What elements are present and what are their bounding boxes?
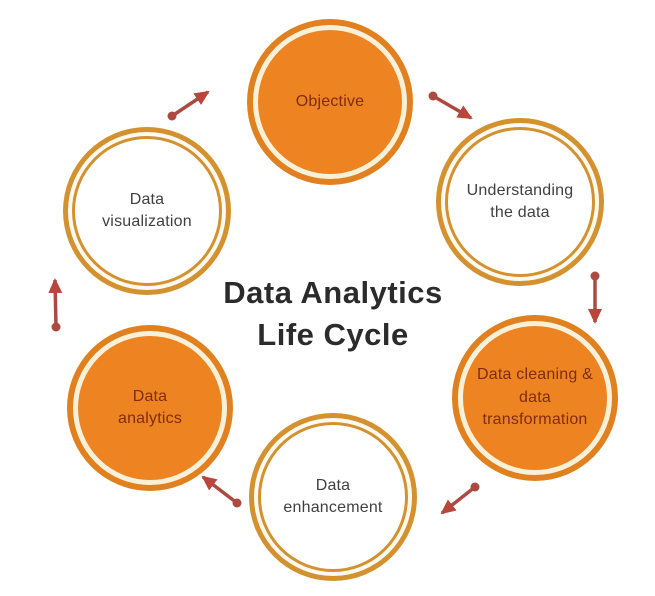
stage-data-visualization-label: Data visualization <box>102 190 192 230</box>
stage-understanding-the-data-circle: Understanding the data <box>445 127 595 277</box>
stage-data-analytics-circle: Data analytics <box>73 331 227 485</box>
arrow-analytics-to-visualization-icon <box>48 278 63 332</box>
arrow-understanding-to-cleaning-icon <box>588 271 602 324</box>
arrow-objective-to-understanding-icon <box>428 91 473 120</box>
stage-data-visualization-circle: Data visualization <box>72 136 222 286</box>
stage-data-cleaning-transformation-circle: Data cleaning & data transformation <box>458 321 612 475</box>
stage-data-analytics-label: Data analytics <box>117 387 183 427</box>
arrow-enhancement-to-analytics-icon <box>201 475 242 508</box>
arrow-cleaning-to-enhancement-icon <box>440 482 480 515</box>
diagram-title: Data Analytics Life Cycle <box>223 275 443 352</box>
stage-data-enhancement-label: Data enhancement <box>283 476 383 516</box>
stage-data-enhancement-circle: Data enhancement <box>258 422 408 572</box>
stage-understanding-the-data-label: Understanding the data <box>466 181 574 221</box>
stage-data-cleaning-transformation-label: Data cleaning & data transformation <box>477 366 593 429</box>
stage-objective-circle: Objective <box>253 25 407 179</box>
arrow-visualization-to-objective-icon <box>167 90 210 121</box>
stage-objective-label: Objective <box>295 92 365 110</box>
